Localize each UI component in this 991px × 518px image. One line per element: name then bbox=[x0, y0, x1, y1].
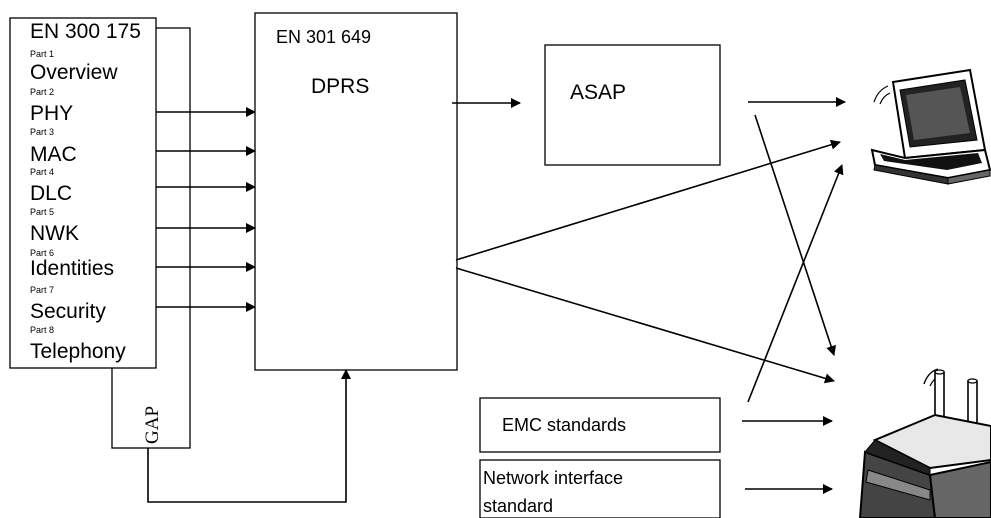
gap-label: GAP bbox=[142, 406, 163, 444]
part-name: MAC bbox=[30, 143, 77, 166]
part-number: Part 3 bbox=[30, 127, 54, 137]
part-name: PHY bbox=[30, 102, 73, 125]
network-interface-line1: Network interface bbox=[483, 468, 623, 488]
part-name: Overview bbox=[30, 61, 118, 84]
part-number: Part 2 bbox=[30, 87, 54, 97]
part-number: Part 4 bbox=[30, 167, 54, 177]
part-number: Part 1 bbox=[30, 49, 54, 59]
emc-standards-box bbox=[479, 397, 721, 453]
part-name: Security bbox=[30, 300, 106, 323]
part-number: Part 5 bbox=[30, 207, 54, 217]
en300175-title: EN 300 175 bbox=[30, 20, 141, 43]
wireless-base-station-icon bbox=[858, 368, 991, 518]
dprs-label: DPRS bbox=[311, 75, 369, 98]
part-name: NWK bbox=[30, 222, 79, 245]
emc-standards-label: EMC standards bbox=[502, 415, 626, 435]
part-number: Part 8 bbox=[30, 325, 54, 335]
part-arrows bbox=[156, 107, 256, 312]
dprs-to-laptop-arrow bbox=[455, 139, 841, 261]
en300175-parts: Part 1 Overview Part 2 PHY Part 3 MAC Pa… bbox=[30, 49, 126, 363]
en300175-box bbox=[9, 17, 157, 369]
part-name: Telephony bbox=[30, 340, 126, 363]
gap-to-dprs-arrow bbox=[147, 369, 351, 503]
asap-label: ASAP bbox=[570, 81, 626, 104]
network-interface-box bbox=[479, 459, 721, 518]
part-name: Identities bbox=[30, 257, 114, 280]
asap-box bbox=[544, 44, 721, 166]
asap-to-router-arrow bbox=[754, 114, 836, 356]
dprs-to-router-arrow bbox=[455, 267, 835, 384]
en301649-title: EN 301 649 bbox=[276, 27, 371, 47]
laptop-icon bbox=[870, 68, 991, 185]
part-name: DLC bbox=[30, 182, 72, 205]
en301649-box bbox=[254, 12, 458, 371]
part-number: Part 7 bbox=[30, 285, 54, 295]
part-number: Part 6 bbox=[30, 248, 54, 258]
emc-to-laptop-arrow bbox=[747, 164, 844, 403]
network-interface-line2: standard bbox=[483, 496, 553, 516]
